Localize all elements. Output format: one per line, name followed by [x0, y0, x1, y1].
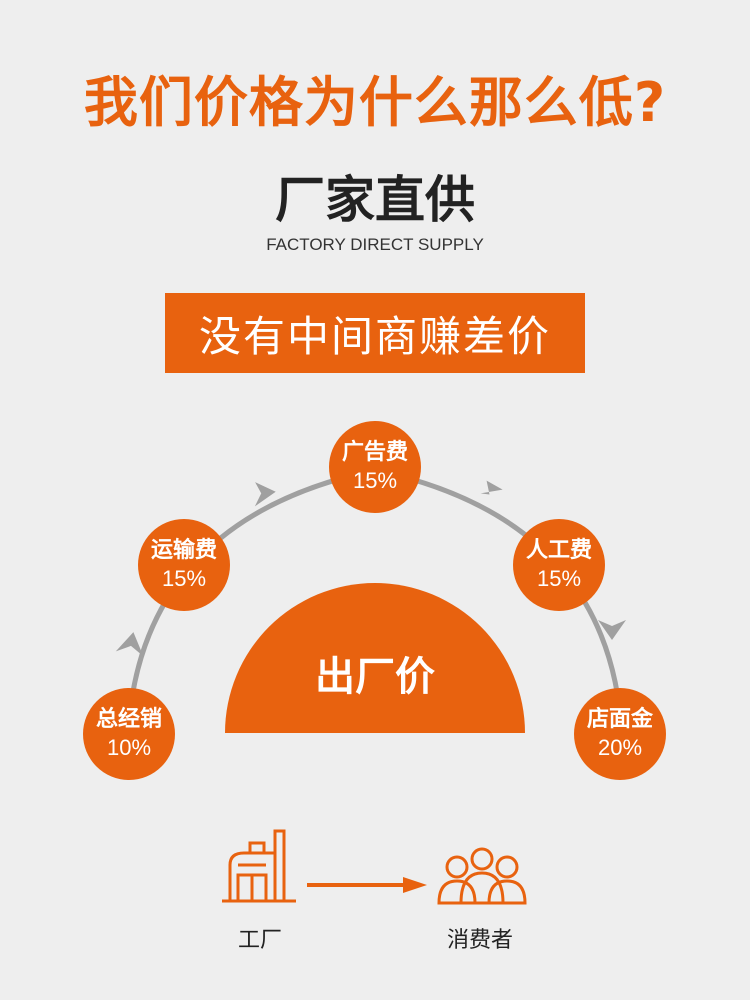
factory-icon	[222, 829, 296, 903]
subtitle-english: FACTORY DIRECT SUPPLY	[266, 235, 484, 254]
arrow-icon	[480, 480, 503, 495]
subtitle: 厂家直供	[275, 171, 475, 229]
node-distributor: 总经销 10%	[83, 688, 175, 780]
node-value: 15%	[161, 566, 207, 591]
consumer-label: 消费者	[446, 928, 513, 953]
node-value: 10%	[106, 735, 152, 760]
node-value: 15%	[352, 468, 398, 493]
arrow-right-icon	[307, 877, 427, 893]
node-label: 运输费	[150, 538, 217, 563]
people-icon	[437, 847, 527, 905]
node-label: 店面金	[586, 707, 653, 732]
page-title: 我们价格为什么那么低?	[83, 71, 667, 134]
node-value: 20%	[597, 735, 643, 760]
node-store-rent: 店面金 20%	[574, 688, 666, 780]
node-label: 广告费	[341, 440, 408, 465]
center-label: 出厂价	[315, 654, 435, 700]
factory-label: 工厂	[237, 928, 282, 953]
banner: 没有中间商赚差价	[165, 293, 585, 373]
node-label: 总经销	[95, 707, 162, 732]
banner-text: 没有中间商赚差价	[198, 311, 551, 361]
node-advertising: 广告费 15%	[329, 421, 421, 513]
node-value: 15%	[536, 566, 582, 591]
arrow-icon	[254, 482, 276, 507]
arrow-icon	[115, 632, 144, 657]
arrow-icon	[598, 620, 626, 640]
node-label: 人工费	[525, 538, 592, 563]
node-shipping: 运输费 15%	[138, 519, 230, 611]
node-labor: 人工费 15%	[513, 519, 605, 611]
